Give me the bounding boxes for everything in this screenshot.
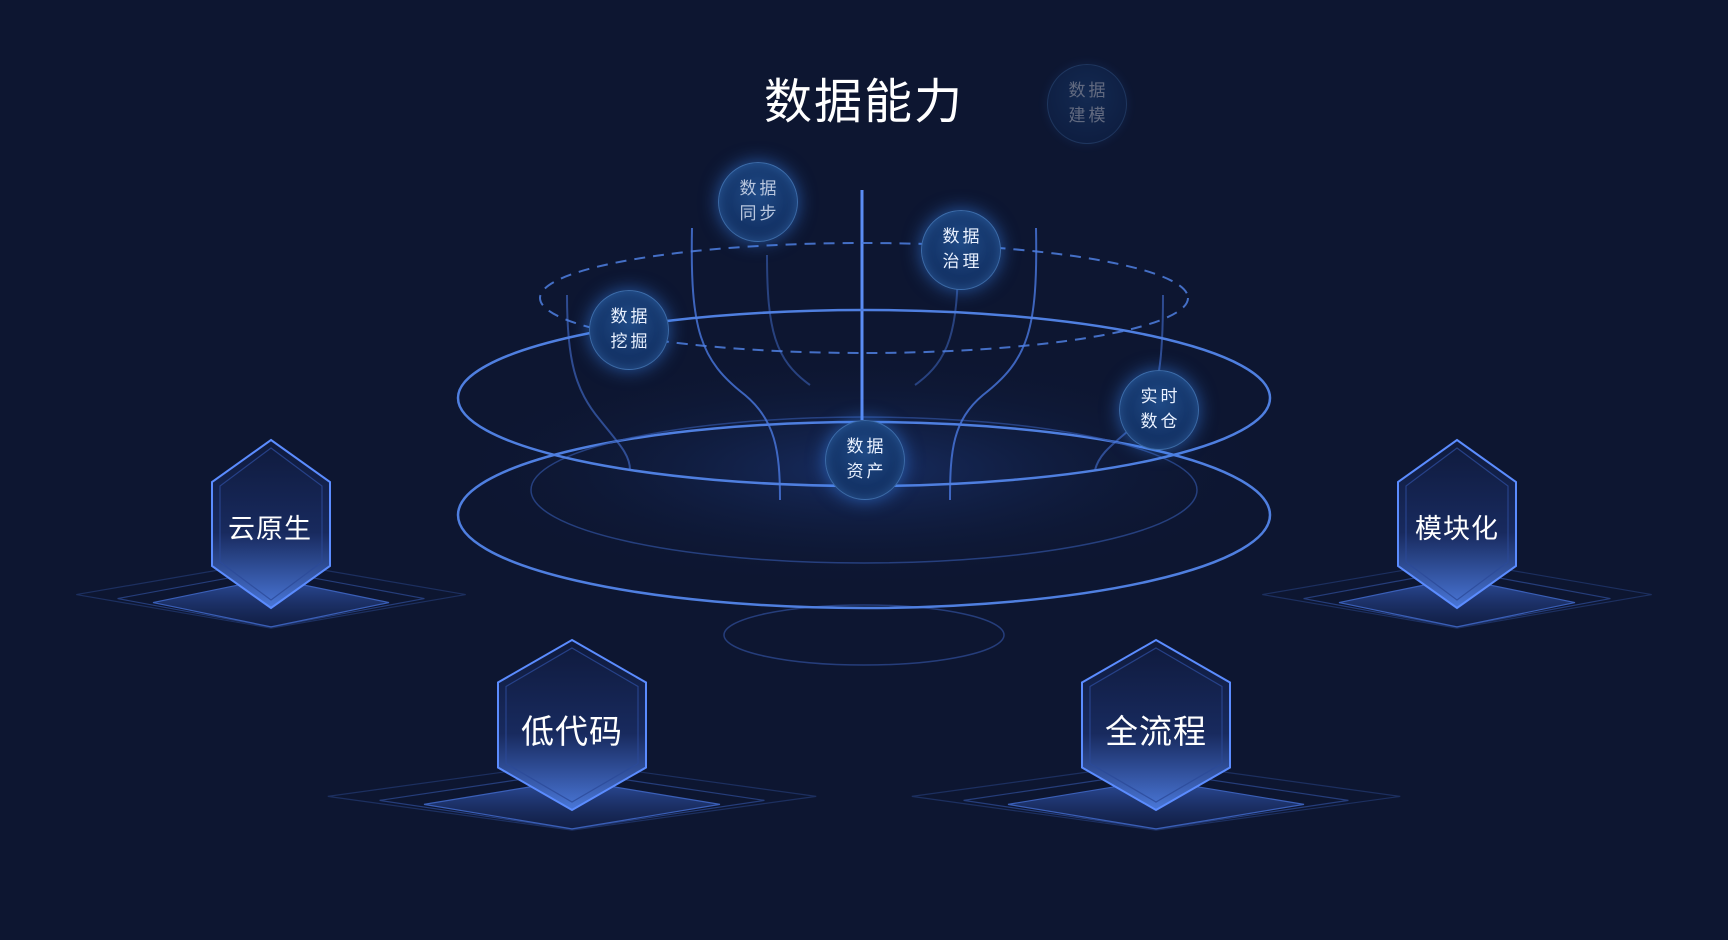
dashed-orbit-ring <box>539 242 1189 354</box>
flow-line-left-inner <box>766 254 811 386</box>
plate-diamond <box>117 569 425 628</box>
node-label-line1: 数据 <box>739 179 780 199</box>
node-label-line1: 数据 <box>610 307 651 327</box>
feature-label-low-code: 低代码 <box>521 712 623 751</box>
capability-node-sync[interactable]: 数据 同步 <box>718 162 798 242</box>
page-title: 数据能力 <box>763 74 964 130</box>
hexagon-badge <box>497 638 647 812</box>
node-label-line1: 数据 <box>942 227 983 247</box>
hexagon-inner-border <box>1089 647 1223 803</box>
hexagon-badge <box>1081 638 1231 812</box>
hexagon-badge <box>1397 438 1517 610</box>
capability-node-asset[interactable]: 数据 资产 <box>825 420 905 500</box>
hexagon-inner-border <box>505 647 639 803</box>
plate-diamond <box>963 771 1349 830</box>
capability-node-mining[interactable]: 数据 挖掘 <box>589 290 669 370</box>
node-label-line1: 数据 <box>846 437 887 457</box>
hexagon-inner-border <box>219 447 323 601</box>
feature-plates <box>76 438 1652 831</box>
plate-diamond <box>1262 560 1652 629</box>
node-label-line2: 数仓 <box>1140 412 1181 432</box>
capability-node-model[interactable]: 数据 建模 <box>1047 64 1127 144</box>
base-ring <box>723 604 1005 666</box>
feature-plate-modular <box>1262 438 1652 629</box>
node-label-line2: 资产 <box>846 462 887 482</box>
plate-diamond <box>1303 569 1611 628</box>
feature-label-full-process: 全流程 <box>1105 712 1207 751</box>
node-label-line1: 数据 <box>1068 81 1109 101</box>
capability-node-govern[interactable]: 数据 治理 <box>921 210 1001 290</box>
flow-line-right-outer <box>949 227 1038 501</box>
inner-band-ring <box>530 416 1198 564</box>
flow-line-left-outer <box>690 227 781 501</box>
hexagon-inner-border <box>1405 447 1509 601</box>
feature-label-modular: 模块化 <box>1415 514 1499 545</box>
feature-plate-cloud-native <box>76 438 466 629</box>
hexagon-badge <box>211 438 331 610</box>
feature-plate-low-code <box>327 638 817 831</box>
plate-diamond <box>911 761 1401 831</box>
feature-plate-full-process <box>911 638 1401 831</box>
node-label-line2: 同步 <box>739 204 780 224</box>
node-label-line2: 建模 <box>1068 106 1109 126</box>
node-label-line2: 挖掘 <box>610 332 651 352</box>
plate-diamond <box>379 771 765 830</box>
feature-label-cloud-native: 云原生 <box>228 514 312 545</box>
node-label-line1: 实时 <box>1140 387 1181 407</box>
node-label-line2: 治理 <box>942 252 983 272</box>
plate-diamond <box>76 560 466 629</box>
capability-node-realtime[interactable]: 实时 数仓 <box>1119 370 1199 450</box>
plate-diamond <box>327 761 817 831</box>
